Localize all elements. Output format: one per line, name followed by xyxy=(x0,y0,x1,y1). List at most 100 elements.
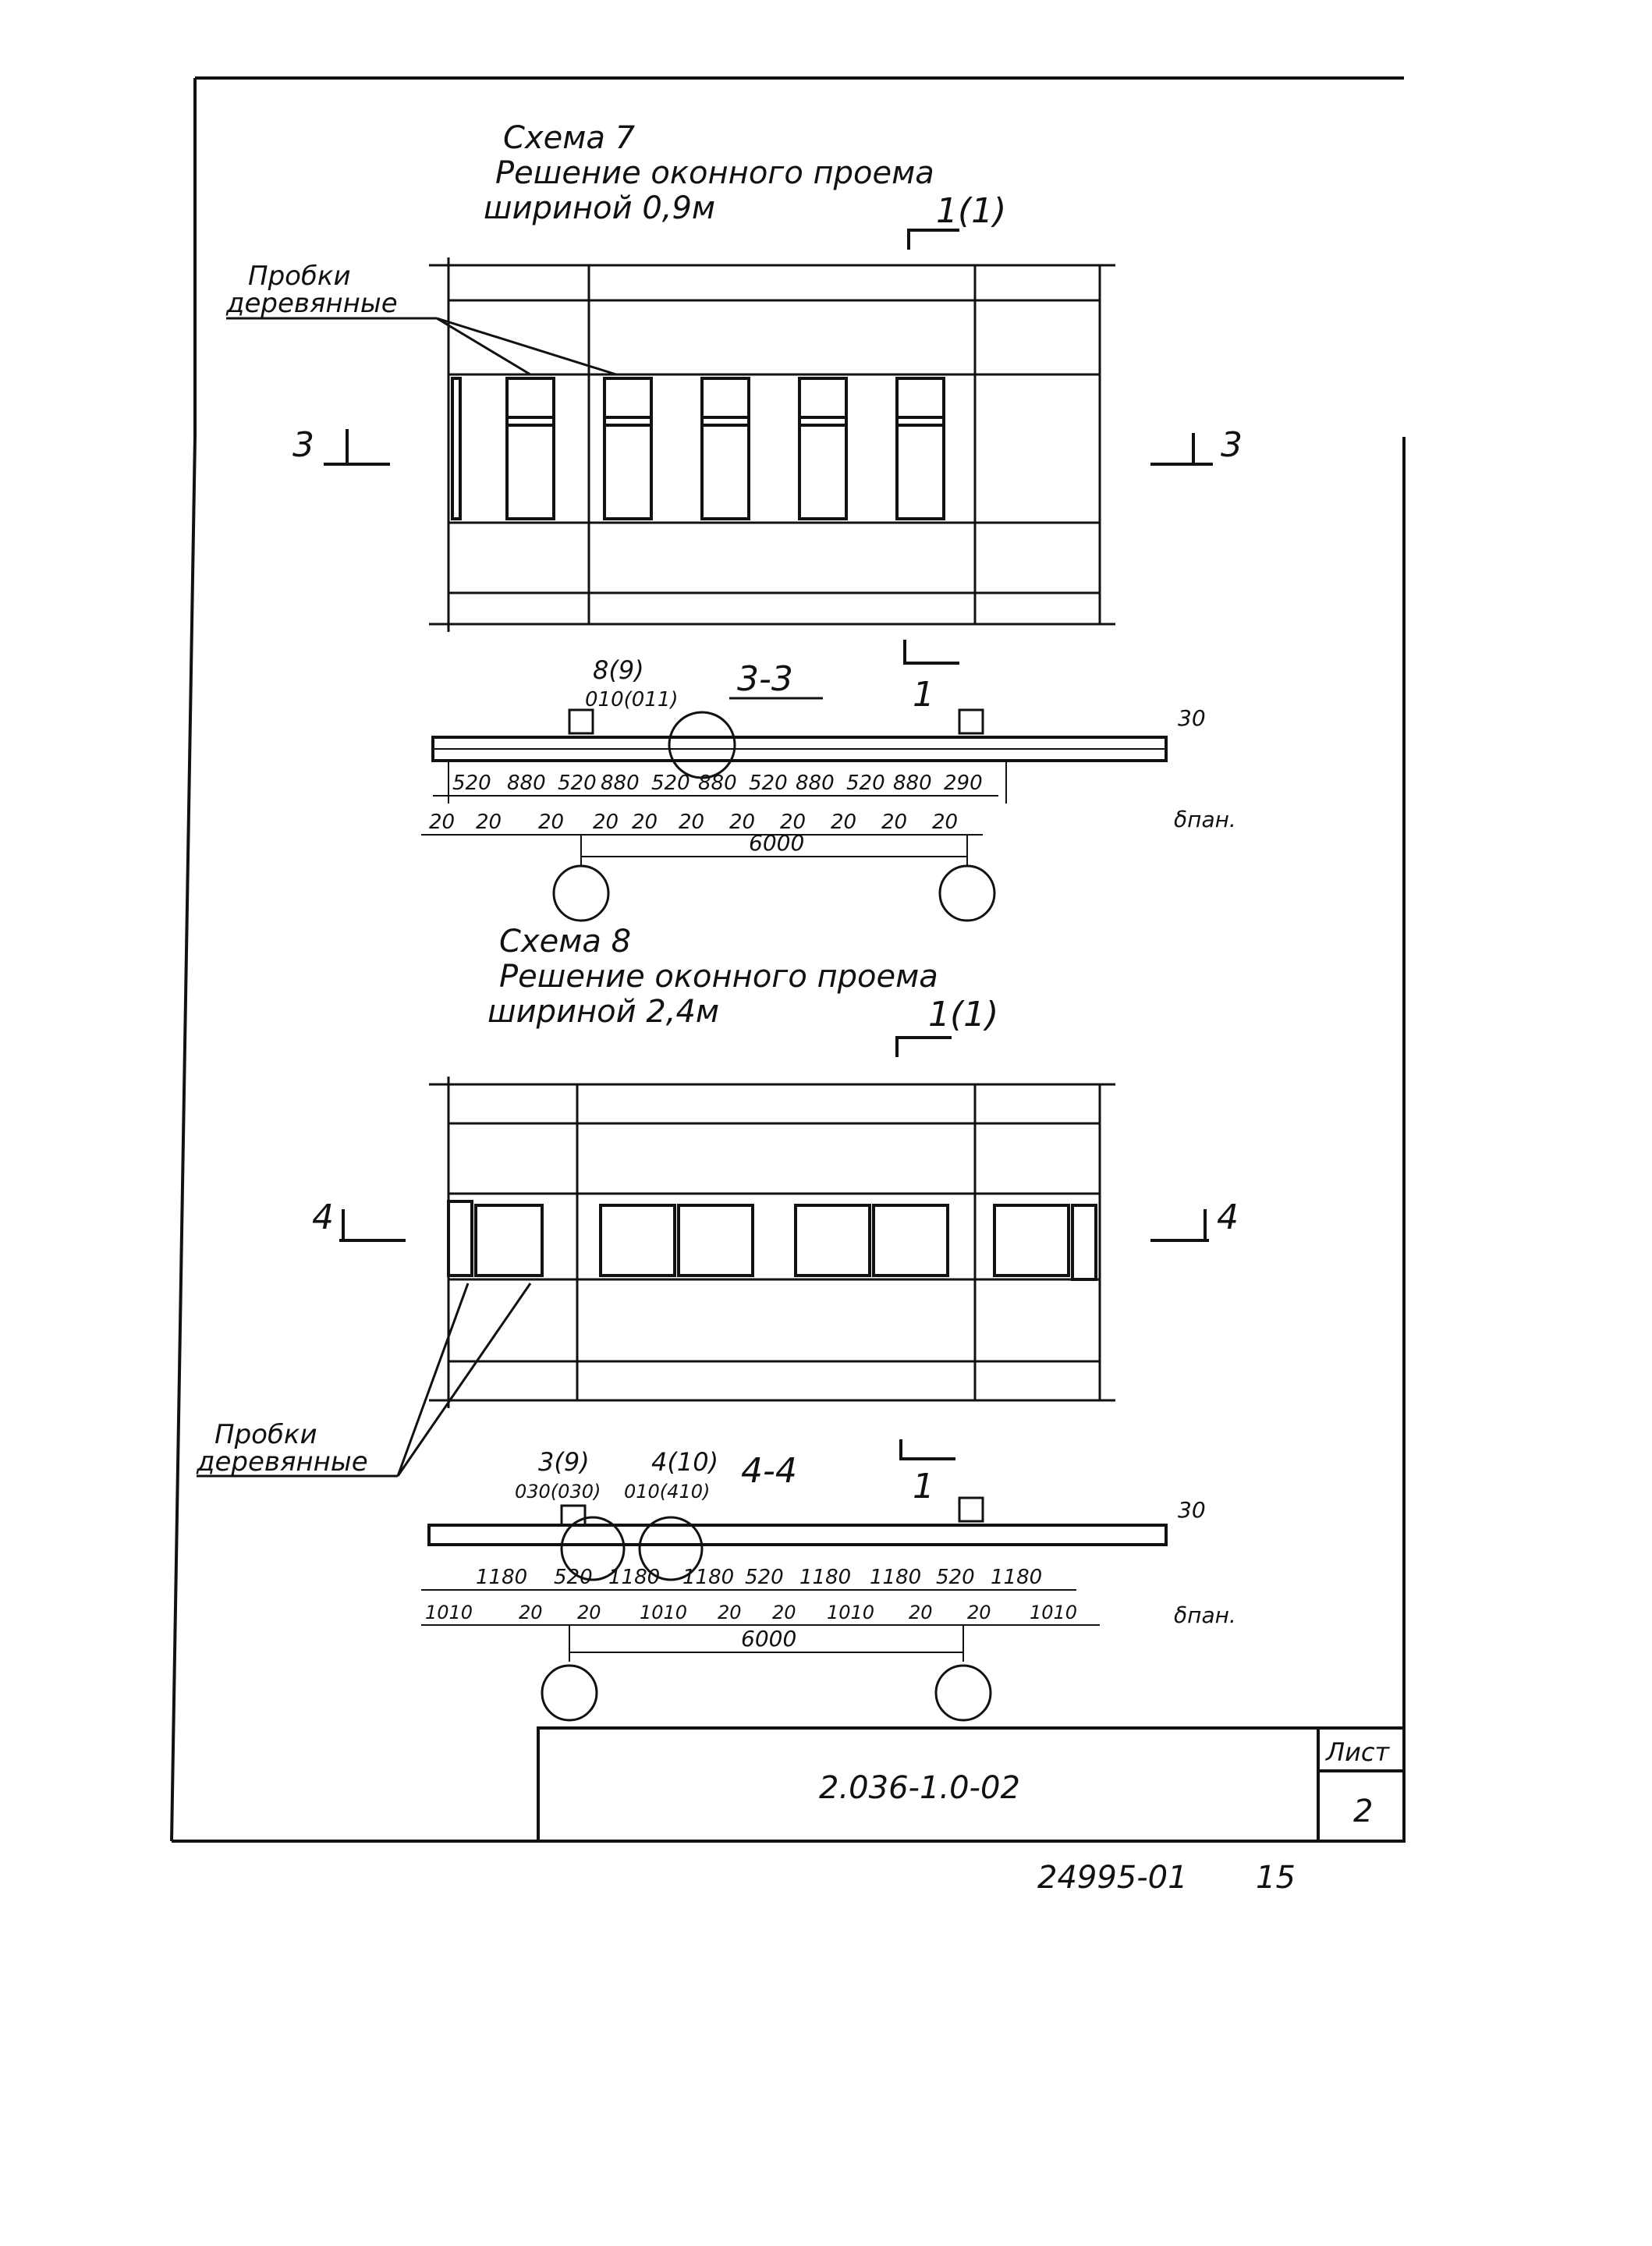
stamp-sheet-label: Лист xyxy=(1325,1737,1390,1767)
scheme7-dim2-10: 20 xyxy=(932,811,958,834)
scheme8-dim2-9: 1010 xyxy=(1030,1602,1077,1623)
scheme7-dim1-7: 880 xyxy=(796,772,835,795)
scheme8-dim2-6: 1010 xyxy=(827,1602,874,1623)
scheme8-section-marks: 4 4 xyxy=(312,1198,1239,1242)
scheme8-section-arrow-bottom xyxy=(899,1439,955,1460)
scheme7-dim2-8: 20 xyxy=(831,811,856,834)
scheme8-dim2-8: 20 xyxy=(967,1602,991,1623)
scheme8-windows xyxy=(447,1200,1097,1281)
scheme7-subtitle-1: Решение оконного проема xyxy=(495,155,934,191)
scheme8-facade xyxy=(429,1077,1115,1408)
scheme7-dim1-6: 520 xyxy=(749,772,788,795)
scheme7-plug-callout: Пробки деревянные xyxy=(225,261,617,376)
scheme7-dim1-8: 520 xyxy=(846,772,885,795)
scheme8-subtitle-2: шириной 2,4м xyxy=(487,994,719,1030)
scheme7-dim1-4: 520 xyxy=(651,772,690,795)
scheme7-dim2-2: 20 xyxy=(538,811,564,834)
scheme7-dim1-1: 880 xyxy=(507,772,546,795)
scheme7-dim2-6: 20 xyxy=(729,811,755,834)
scheme8-plug-label-2: деревянные xyxy=(196,1446,368,1478)
scheme7-dim1-0: 520 xyxy=(452,772,491,795)
scheme7-plug-label-1: Пробки xyxy=(248,261,351,292)
scheme8-plug-label-1: Пробки xyxy=(214,1419,317,1450)
scheme8-dim1-4: 520 xyxy=(745,1566,784,1589)
page-number: 15 xyxy=(1256,1860,1296,1896)
scheme7-total: 6000 xyxy=(749,830,804,856)
scheme7-section-marks: 3 3 xyxy=(292,425,1243,466)
scheme8-node-ref2-top: 4(10) xyxy=(651,1447,718,1477)
scheme7-dim-right: 30 xyxy=(1178,705,1206,731)
scheme8-dim2-2: 20 xyxy=(577,1602,601,1623)
archive-number: 24995-01 xyxy=(1037,1860,1188,1896)
stamp-doc-code: 2.036-1.0-02 xyxy=(819,1770,1020,1806)
scheme8-header: Схема 8 Решение оконного проема шириной … xyxy=(487,924,998,1057)
scheme7-header: Схема 7 Решение оконного проема шириной … xyxy=(484,120,1006,250)
scheme8-plug-callout: Пробки деревянные xyxy=(196,1283,532,1478)
scheme7-windows xyxy=(451,377,945,520)
scheme8-dim2-5: 20 xyxy=(772,1602,796,1623)
scheme8-node-ref2-bottom: 010(410) xyxy=(624,1481,710,1503)
scheme8-subtitle-1: Решение оконного проема xyxy=(499,959,938,995)
scheme8-section-right: 4 xyxy=(1217,1198,1239,1237)
scheme7-subtitle-2: шириной 0,9м xyxy=(484,190,715,226)
scheme7-axis-bubble-left xyxy=(552,864,610,922)
scheme8-dim1-8: 1180 xyxy=(991,1566,1042,1589)
scheme8-dim-right: 30 xyxy=(1178,1497,1206,1523)
scheme8-title: Схема 8 xyxy=(499,924,631,960)
scheme8-dim-right-label: δпан. xyxy=(1174,1602,1236,1628)
stamp-sheet-number: 2 xyxy=(1353,1794,1373,1829)
scheme7-node-ref-top: 8(9) xyxy=(593,655,644,685)
scheme8-node-ref1-top: 3(9) xyxy=(538,1447,590,1477)
scheme8-dim1-0: 1180 xyxy=(476,1566,527,1589)
sheet-frame xyxy=(170,76,1406,1843)
scheme8-dim2-4: 20 xyxy=(718,1602,742,1623)
scheme7-dim2-1: 20 xyxy=(476,811,502,834)
scheme8-dims-row2: 1010 20 20 1010 20 20 1010 20 20 1010 xyxy=(421,1602,1100,1626)
scheme7-section-arrow-top xyxy=(907,229,959,250)
scheme8-node-ref1-bottom: 030(030) xyxy=(515,1481,601,1503)
scheme8-dim1-5: 1180 xyxy=(799,1566,851,1589)
scheme8-dim2-3: 1010 xyxy=(640,1602,687,1623)
scheme8-dim1-3: 1180 xyxy=(682,1566,734,1589)
scheme7-dim2-0: 20 xyxy=(429,811,455,834)
scheme7-section-mark-top: 1(1) xyxy=(936,191,1006,231)
scheme7-dim2-9: 20 xyxy=(881,811,907,834)
scheme7-dim2-4: 20 xyxy=(632,811,658,834)
scheme7-node-ref-bottom: 010(011) xyxy=(585,688,679,711)
scheme7-dims-row1: 520 880 520 880 520 880 520 880 520 880 … xyxy=(433,772,998,797)
scheme8-section-arrow-top xyxy=(895,1036,952,1057)
scheme7-dim2-7: 20 xyxy=(780,811,806,834)
scheme8-dim1-7: 520 xyxy=(936,1566,975,1589)
scheme7-dim1-10: 290 xyxy=(944,772,983,795)
scheme7-axis-bubble-right xyxy=(938,864,996,922)
scheme8-section-mark-top: 1(1) xyxy=(928,995,998,1034)
scheme7-dim1-2: 520 xyxy=(558,772,597,795)
scheme7-dim2-5: 20 xyxy=(679,811,704,834)
scheme7-dim1-9: 880 xyxy=(893,772,932,795)
scheme8-total: 6000 xyxy=(741,1626,796,1652)
scheme7-facade xyxy=(429,257,1115,632)
scheme8-dim2-1: 20 xyxy=(519,1602,543,1623)
scheme8-section-left: 4 xyxy=(312,1198,334,1237)
scheme8-dim1-6: 1180 xyxy=(870,1566,921,1589)
scheme8-axis-bubble-left xyxy=(541,1664,598,1722)
scheme7-section-title: 3-3 xyxy=(737,659,793,699)
scheme8-dim2-0: 1010 xyxy=(425,1602,473,1623)
scheme7-section-mark-bottom: 1 xyxy=(913,675,934,715)
scheme7-dim2-3: 20 xyxy=(593,811,619,834)
title-block xyxy=(537,1726,1404,1841)
scheme7-dim-right-label: δпан. xyxy=(1174,807,1236,832)
scheme7-section-left: 3 xyxy=(292,425,314,465)
scheme8-section-title: 4-4 xyxy=(741,1451,797,1491)
scheme8-dims-row1: 1180 520 1180 1180 520 1180 1180 520 118… xyxy=(421,1566,1076,1591)
scheme8-dim1-1: 520 xyxy=(554,1566,593,1589)
scheme8-dim1-2: 1180 xyxy=(608,1566,660,1589)
scheme7-title: Схема 7 xyxy=(503,120,636,156)
scheme7-dims-row2: 20 20 20 20 20 20 20 20 20 20 20 xyxy=(421,811,983,836)
scheme7-dim1-3: 880 xyxy=(601,772,640,795)
scheme7-dim1-5: 880 xyxy=(698,772,737,795)
scheme7-section: 8(9) 010(011) 3-3 1 30 δпан. 520 880 520… xyxy=(421,640,1236,922)
scheme8-section-mark-bottom: 1 xyxy=(913,1467,934,1506)
scheme7-section-right: 3 xyxy=(1221,425,1243,465)
